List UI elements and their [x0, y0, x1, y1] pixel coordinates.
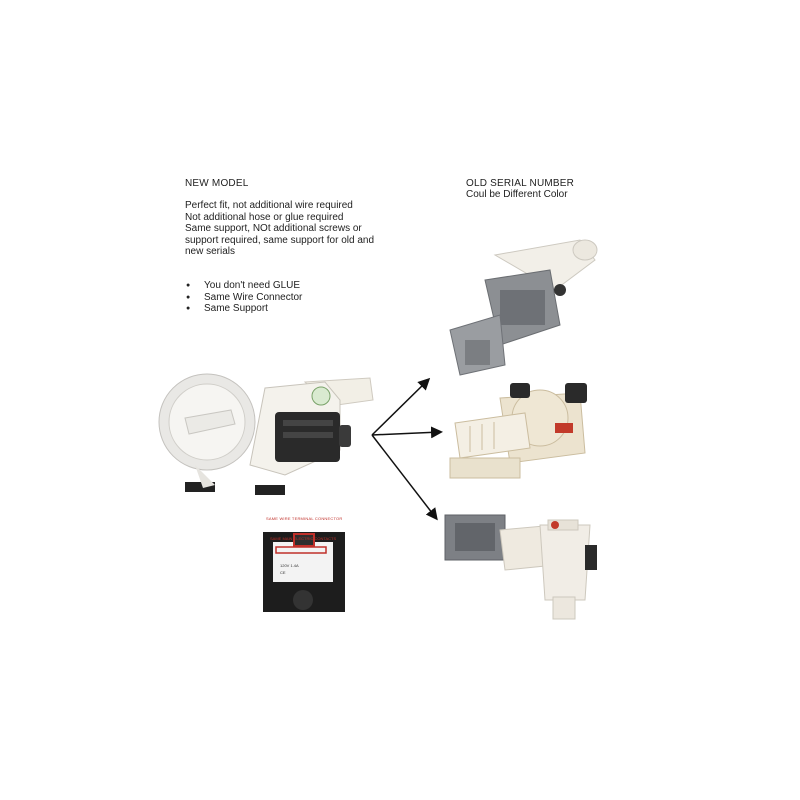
description-line: support required, same support for old a…	[185, 234, 374, 246]
arrow-to-old-pump-3	[371, 434, 438, 521]
old-pump-image-1	[449, 239, 598, 376]
arrow-to-old-pump-1	[371, 377, 431, 436]
connector-label-top: SAME WIRE TERMINAL CONNECTOR	[266, 516, 343, 521]
description-line: Same support, NOt additional screws or	[185, 223, 362, 234]
feature-bullets: You don't need GLUE Same Wire Connector …	[185, 280, 302, 315]
old-serial-subheading: Coul be Different Color	[466, 189, 568, 200]
new-model-heading: NEW MODEL	[185, 178, 249, 189]
old-pump-image-2	[449, 383, 587, 479]
new-model-description: Perfect fit, not additional wire require…	[185, 200, 385, 258]
description-line: Not additional hose or glue required	[185, 211, 344, 223]
old-pump-image-3	[444, 514, 597, 620]
connector-label-middle: SAME MAIN ELECTRIC CONTACTS	[270, 536, 337, 541]
arrow-to-old-pump-2	[371, 426, 443, 439]
bullet-item: You don't need GLUE	[185, 280, 302, 292]
bullet-item: Same Support	[185, 303, 302, 315]
connector-closeup-image: 120V 1.4A CE	[258, 512, 348, 612]
description-line: Perfect fit, not additional wire require…	[185, 200, 353, 211]
new-pump-image	[158, 373, 374, 495]
description-line: new serials	[185, 246, 236, 257]
svg-text:120V 1.4A: 120V 1.4A	[280, 563, 299, 568]
old-serial-heading: OLD SERIAL NUMBER	[466, 178, 575, 189]
bullet-item: Same Wire Connector	[185, 292, 302, 304]
svg-text:CE: CE	[280, 570, 286, 575]
